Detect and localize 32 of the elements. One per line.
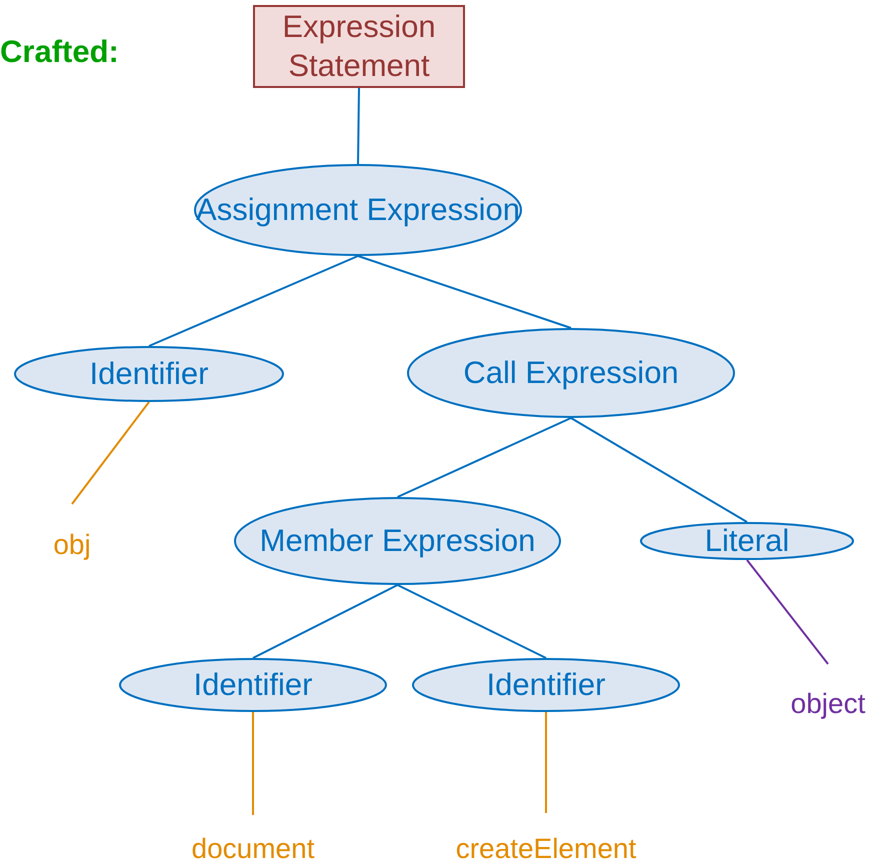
ast-node-ellipse — [407, 328, 735, 418]
node-label: createElement — [456, 832, 636, 866]
node-label: obj — [53, 528, 91, 562]
connector-line — [357, 88, 360, 164]
ast-node-ellipse — [119, 658, 387, 712]
connector-line — [358, 255, 572, 329]
ast-node-ellipse — [194, 164, 522, 256]
connector-line — [252, 584, 398, 659]
connector-line — [71, 401, 150, 505]
node-label: object — [790, 687, 866, 721]
heading-label: Crafted: — [0, 34, 119, 70]
ast-node-ellipse — [640, 522, 854, 560]
node-label: Member Expression — [260, 522, 536, 560]
connector-line — [252, 712, 254, 815]
node-label: Expression Statement — [281, 8, 437, 84]
connector-line — [397, 584, 546, 659]
node-label: Identifier — [486, 666, 606, 704]
node-label: document — [192, 832, 314, 866]
ast-node-ellipse — [234, 497, 561, 585]
node-label: Identifier — [194, 666, 312, 704]
node-label: Identifier — [90, 354, 208, 393]
connector-line — [545, 712, 547, 813]
expression-statement-box — [253, 5, 465, 88]
connector-line — [148, 255, 358, 347]
node-label: Call Expression — [463, 354, 679, 392]
connector-line — [746, 559, 829, 665]
ast-node-ellipse — [412, 658, 680, 712]
connector-line — [397, 417, 572, 498]
connector-line — [570, 417, 748, 523]
node-label: Literal — [704, 522, 790, 560]
ast-node-ellipse — [14, 346, 284, 402]
node-label: Assignment Expression — [196, 190, 520, 229]
